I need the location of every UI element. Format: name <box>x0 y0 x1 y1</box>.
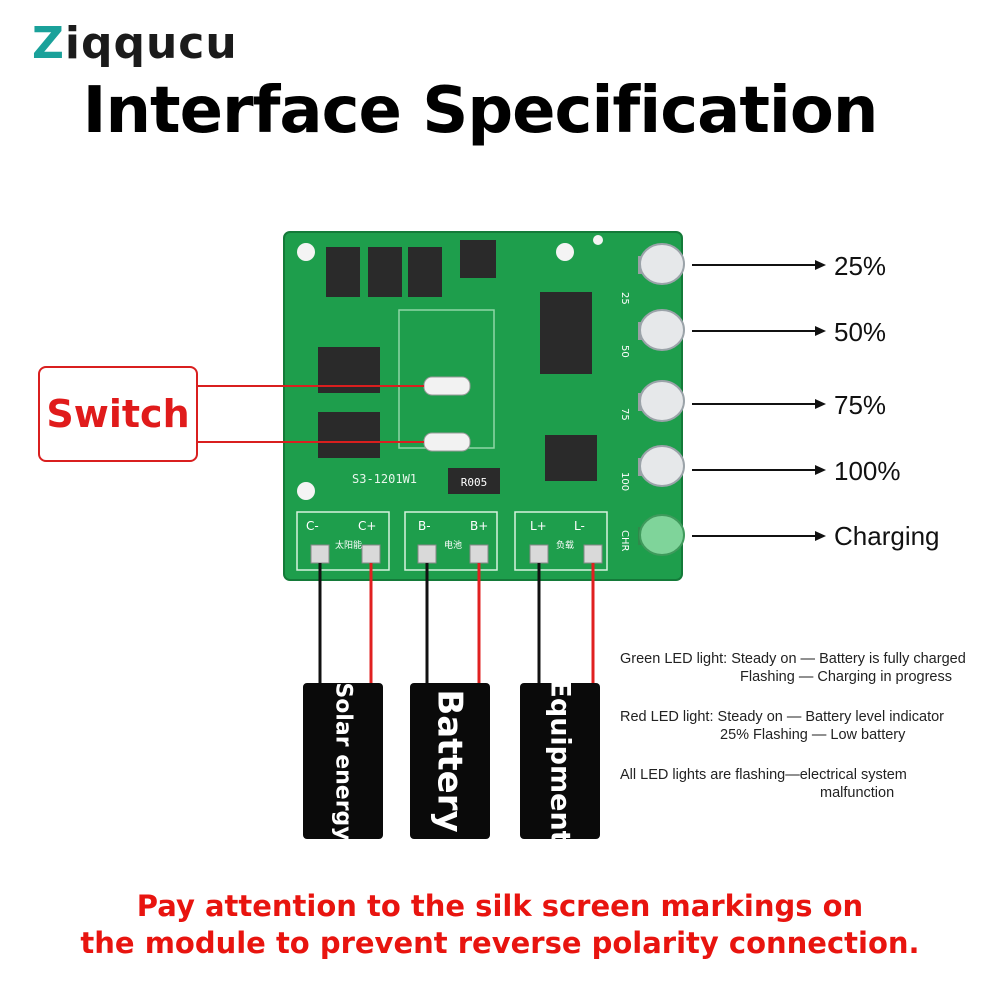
tag-battery: Battery <box>410 683 490 839</box>
note-all: All LED lights are flashing—electrical s… <box>620 766 990 802</box>
terminal-label: B+ <box>470 519 488 533</box>
terminal-cn-label: 电池 <box>444 539 462 551</box>
terminal-box-battery <box>404 511 498 571</box>
arrow-head <box>815 326 826 336</box>
terminal-label: B- <box>418 519 431 533</box>
led-mark: 25 <box>619 292 630 305</box>
warning-line2: the module to prevent reverse polarity c… <box>80 926 920 960</box>
led-mark: CHR <box>619 530 630 552</box>
arrow-head <box>815 399 826 409</box>
note-all-line2: malfunction <box>820 785 895 801</box>
tag-solar-label: Solar energy <box>330 683 356 839</box>
smd-chip <box>368 247 402 297</box>
level-label-75: 75% <box>834 390 887 420</box>
level-label-100: 100% <box>834 456 901 486</box>
tag-equipment: Equipment <box>520 683 600 839</box>
terminal-pad <box>529 544 549 564</box>
mount-hole <box>297 482 315 500</box>
page-title: Interface Specification <box>82 74 879 148</box>
terminal-pad <box>310 544 330 564</box>
note-all-line1: All LED lights are flashing—electrical s… <box>620 767 907 783</box>
mount-hole <box>297 243 315 261</box>
brand-name: iqqucu <box>64 18 238 69</box>
note-green-line2: Flashing — Charging in progress <box>740 669 952 685</box>
switch-pad <box>423 376 471 396</box>
mosfet <box>545 435 597 481</box>
terminal-pad <box>417 544 437 564</box>
led-50 <box>639 309 685 351</box>
level-label-25: 25% <box>834 251 887 281</box>
led-notes: Green LED light: Steady on — Battery is … <box>620 650 990 824</box>
terminal-pad <box>361 544 381 564</box>
level-label-50: 50% <box>834 317 887 347</box>
terminal-label: C+ <box>358 519 376 533</box>
terminal-label: L- <box>574 519 585 533</box>
arrow-head <box>815 531 826 541</box>
arrow-head <box>815 465 826 475</box>
polarity-warning: Pay attention to the silk screen marking… <box>0 888 1000 962</box>
terminal-label: C- <box>306 519 319 533</box>
led-mark: 100 <box>619 472 630 491</box>
terminal-label: L+ <box>530 519 547 533</box>
arrow-head <box>815 260 826 270</box>
mount-hole <box>593 235 603 245</box>
note-green: Green LED light: Steady on — Battery is … <box>620 650 990 686</box>
led-mark: 75 <box>619 408 630 421</box>
led-25 <box>639 243 685 285</box>
brand-logo: Ziqqucu <box>32 22 238 66</box>
switch-callout: Switch <box>38 366 198 462</box>
tag-equipment-label: Equipment <box>544 683 576 839</box>
switch-label: Switch <box>46 392 190 436</box>
smd-chip <box>408 247 442 297</box>
note-green-line1: Green LED light: Steady on — Battery is … <box>620 651 966 667</box>
tag-solar-energy: Solar energy <box>303 683 383 839</box>
mount-hole <box>556 243 574 261</box>
smd-chip <box>460 240 496 278</box>
resistor-label: R005 <box>461 476 488 489</box>
board-model-label: S3-1201W1 <box>352 472 417 486</box>
mosfet <box>318 412 380 458</box>
switch-pad <box>423 432 471 452</box>
brand-initial: Z <box>32 18 65 69</box>
terminal-cn-label: 太阳能 <box>335 539 362 551</box>
led-75 <box>639 380 685 422</box>
led-charging <box>639 514 685 556</box>
warning-line1: Pay attention to the silk screen marking… <box>136 889 864 923</box>
terminal-cn-label: 负载 <box>556 539 574 551</box>
smd-chip <box>326 247 360 297</box>
terminal-box-solar <box>296 511 390 571</box>
note-red: Red LED light: Steady on — Battery level… <box>620 708 990 744</box>
ic-chip <box>540 292 592 374</box>
note-red-line1: Red LED light: Steady on — Battery level… <box>620 709 944 725</box>
level-label-charging: Charging <box>834 521 940 551</box>
tag-battery-label: Battery <box>430 689 471 833</box>
terminal-pad <box>469 544 489 564</box>
led-mark: 50 <box>619 345 630 358</box>
terminal-pad <box>583 544 603 564</box>
terminal-box-load <box>514 511 608 571</box>
note-red-line2: 25% Flashing — Low battery <box>720 727 906 743</box>
led-100 <box>639 445 685 487</box>
resistor <box>448 468 500 494</box>
